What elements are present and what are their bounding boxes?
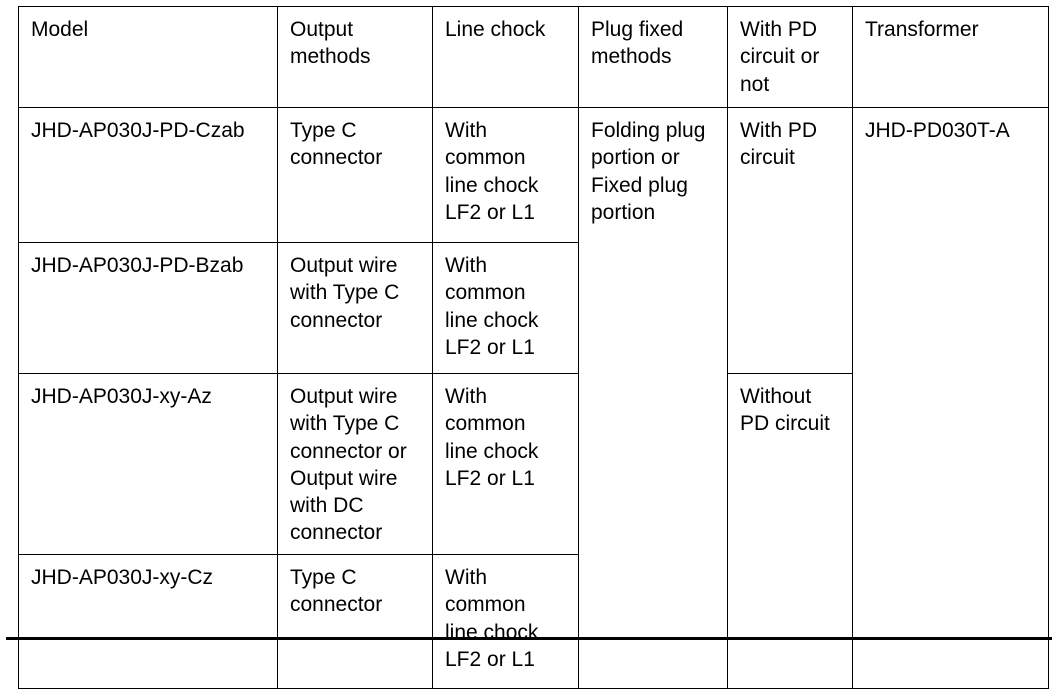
cell-output-methods-row-3-text: Output wire with Type C connector or Out…	[290, 385, 407, 545]
cell-model-row-4: JHD-AP030J-xy-Cz	[18, 554, 278, 689]
specification-table-container: Model Output methods Line chock Plug fix…	[18, 6, 1049, 689]
cell-transformer-merged-text: JHD-PD030T-A	[865, 119, 1010, 142]
table-row: JHD-AP030J-xy-Az Output wire with Type C…	[18, 373, 1049, 689]
column-header-output-methods-text: Output methods	[290, 18, 371, 69]
column-header-model-text: Model	[31, 18, 89, 41]
cell-transformer-merged: JHD-PD030T-A	[852, 107, 1049, 689]
cell-line-chock-row-2: With common line chock LF2 or L1	[432, 242, 579, 374]
cell-model-row-1: JHD-AP030J-PD-Czab	[18, 107, 278, 243]
cell-model-row-2: JHD-AP030J-PD-Bzab	[18, 242, 278, 374]
cell-output-methods-row-1-text: Type C connector	[290, 119, 383, 170]
column-header-line-chock: Line chock	[432, 6, 579, 108]
cell-line-chock-row-2-text: With common line chock LF2 or L1	[445, 254, 539, 359]
cell-output-methods-row-4-text: Type C connector	[290, 566, 383, 617]
column-header-pd-circuit-text: With PD circuit or not	[740, 18, 820, 96]
cell-model-row-1-text: JHD-AP030J-PD-Czab	[31, 119, 245, 142]
cell-line-chock-row-1-text: With common line chock LF2 or L1	[445, 119, 539, 224]
cell-output-methods-row-2-text: Output wire with Type C connector	[290, 254, 400, 332]
column-header-line-chock-text: Line chock	[445, 18, 546, 41]
column-header-pd-circuit: With PD circuit or not	[727, 6, 853, 108]
table-row: JHD-AP030J-PD-Bzab Output wire with Type…	[18, 242, 1049, 374]
table-header-row: Model Output methods Line chock Plug fix…	[18, 6, 1049, 108]
table-row: JHD-AP030J-PD-Czab Type C connector With…	[18, 107, 1049, 689]
cell-pd-circuit-with-text: With PD circuit	[740, 119, 818, 170]
page-bottom-rule	[6, 637, 1052, 640]
cell-pd-circuit-without-text: Without PD circuit	[740, 385, 830, 436]
document-page: Model Output methods Line chock Plug fix…	[6, 6, 1052, 689]
column-header-plug-fixed-methods-text: Plug fixed methods	[591, 18, 684, 69]
cell-output-methods-row-1: Type C connector	[277, 107, 433, 243]
cell-plug-fixed-methods-merged: Folding plug portion or Fixed plug porti…	[578, 107, 728, 689]
cell-line-chock-row-4-text: With common line chock LF2 or L1	[445, 566, 539, 671]
cell-line-chock-row-3-text: With common line chock LF2 or L1	[445, 385, 539, 490]
cell-model-row-2-text: JHD-AP030J-PD-Bzab	[31, 254, 244, 277]
cell-line-chock-row-4: With common line chock LF2 or L1	[432, 554, 579, 689]
column-header-output-methods: Output methods	[277, 6, 433, 108]
cell-pd-circuit-with: With PD circuit	[727, 107, 853, 374]
cell-pd-circuit-without: Without PD circuit	[727, 373, 853, 689]
cell-output-methods-row-2: Output wire with Type C connector	[277, 242, 433, 374]
cell-line-chock-row-3: With common line chock LF2 or L1	[432, 373, 579, 555]
cell-model-row-3: JHD-AP030J-xy-Az	[18, 373, 278, 555]
column-header-plug-fixed-methods: Plug fixed methods	[578, 6, 728, 108]
cell-output-methods-row-4: Type C connector	[277, 554, 433, 689]
column-header-transformer: Transformer	[852, 6, 1049, 108]
column-header-model: Model	[18, 6, 278, 108]
cell-model-row-4-text: JHD-AP030J-xy-Cz	[31, 566, 214, 589]
cell-output-methods-row-3: Output wire with Type C connector or Out…	[277, 373, 433, 555]
cell-line-chock-row-1: With common line chock LF2 or L1	[432, 107, 579, 243]
specification-table: Model Output methods Line chock Plug fix…	[18, 6, 1049, 689]
cell-model-row-3-text: JHD-AP030J-xy-Az	[31, 385, 212, 408]
cell-plug-fixed-methods-merged-text: Folding plug portion or Fixed plug porti…	[591, 119, 706, 224]
column-header-transformer-text: Transformer	[865, 18, 979, 41]
